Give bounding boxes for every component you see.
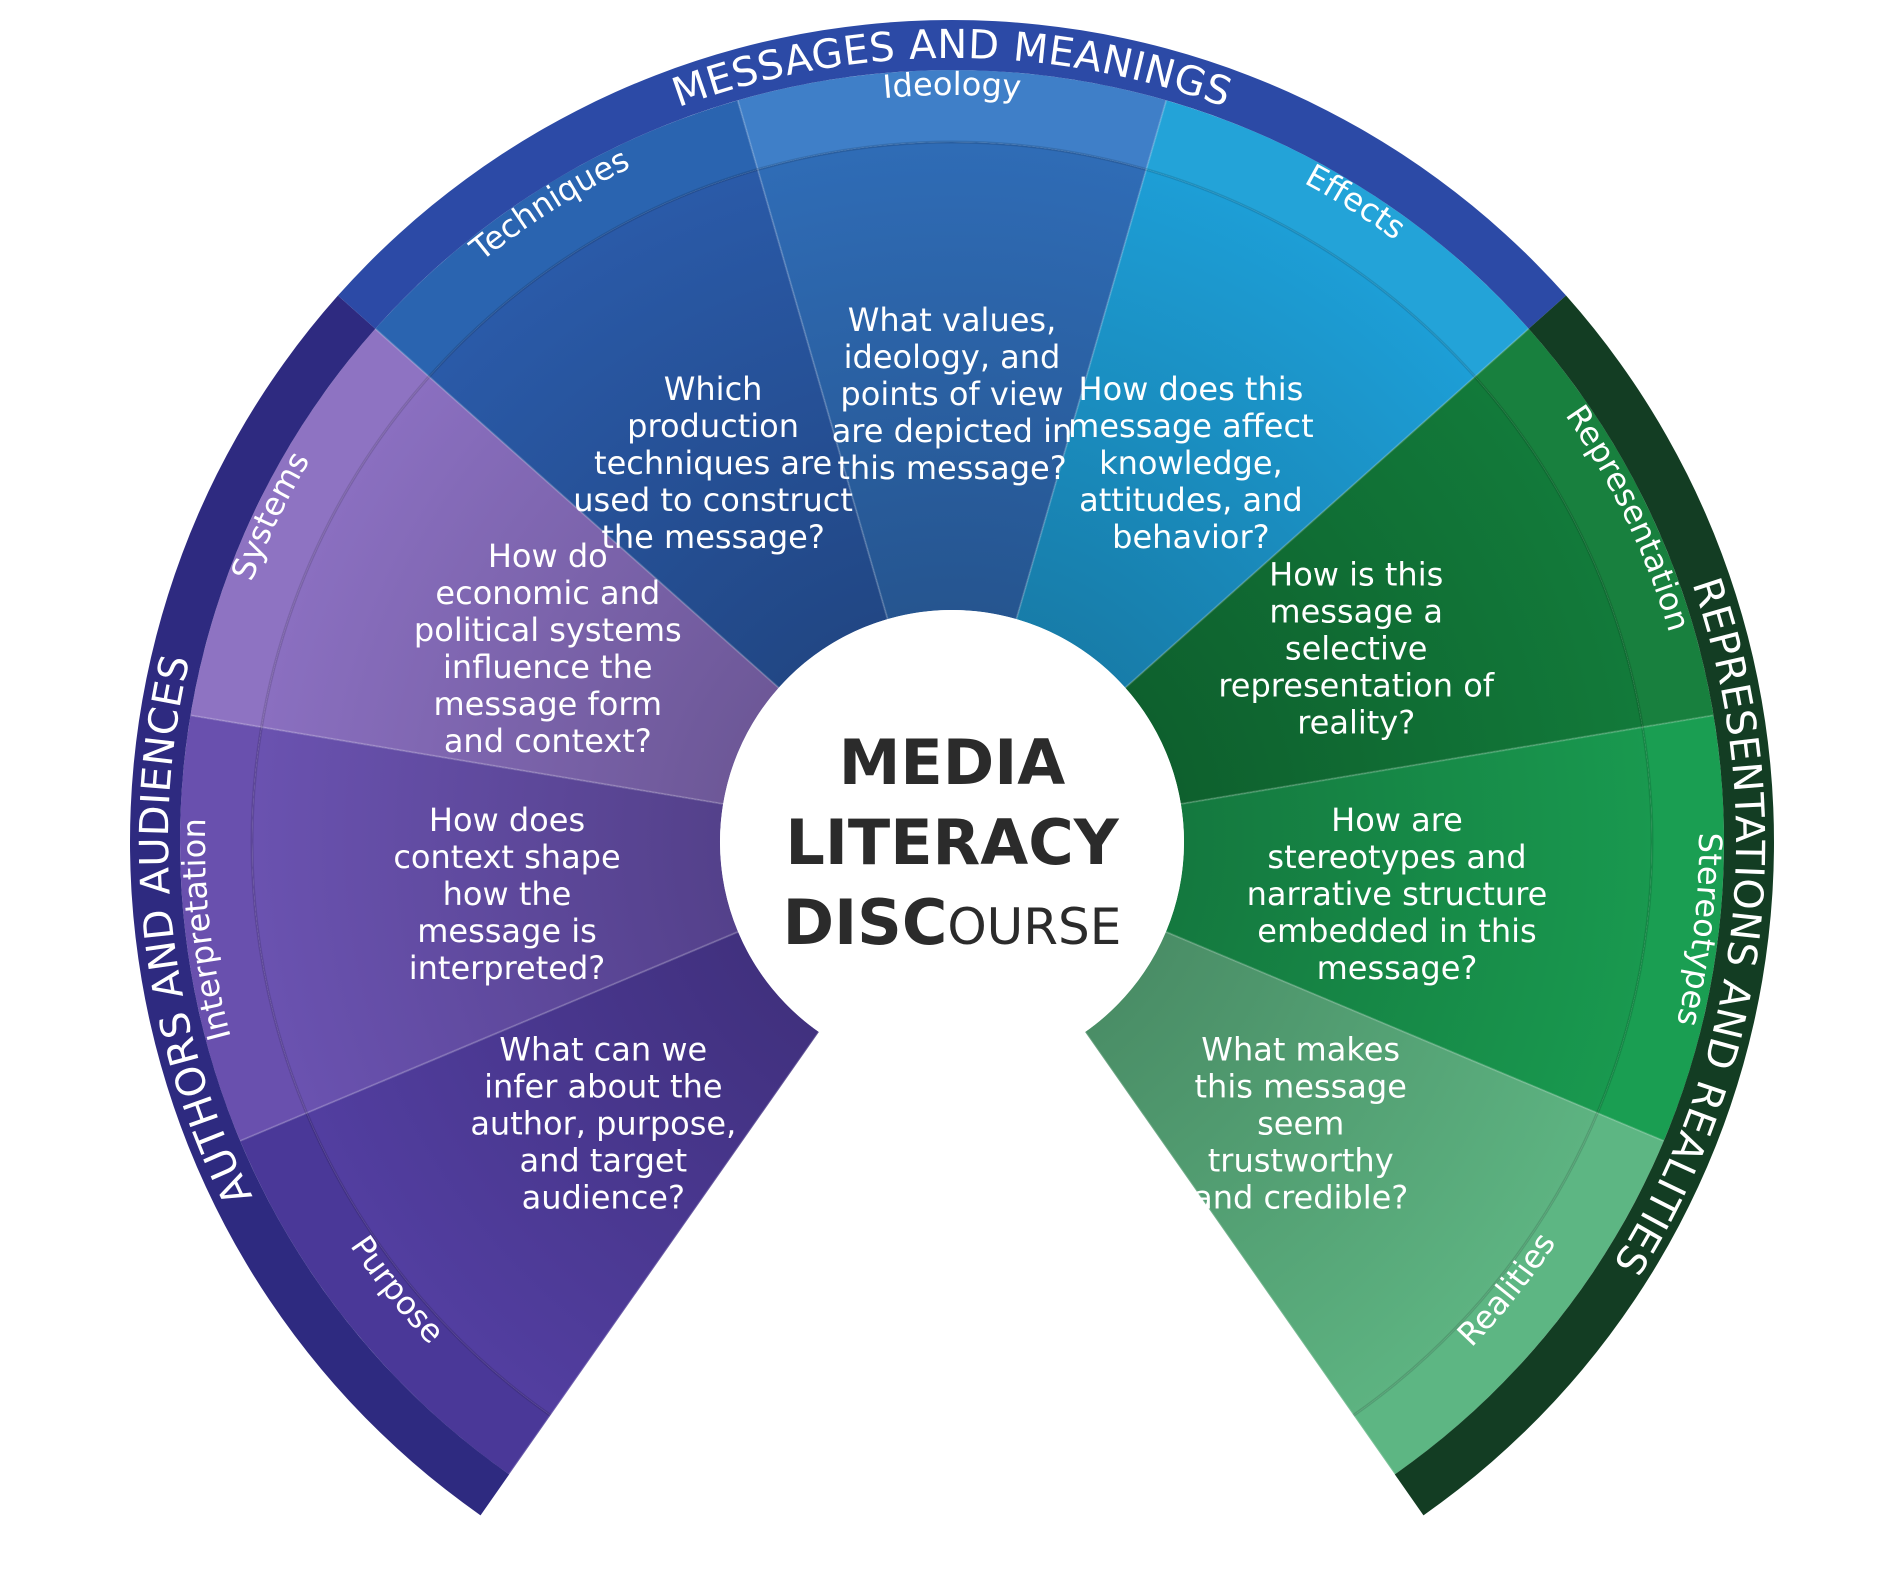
category-band-representations — [1394, 295, 1774, 1516]
segment-ring-stereotypes — [1597, 715, 1725, 1141]
segment-divider — [1165, 930, 1665, 1142]
segment-wedge-systems — [261, 376, 779, 804]
segment-ring-ideology — [737, 70, 1167, 170]
segment-wedge-interpretation — [252, 727, 739, 1114]
category-band-layer — [130, 20, 1774, 1516]
segment-label-ideology: Ideology — [881, 65, 1023, 106]
segment-divider — [736, 100, 889, 620]
segment-divider — [508, 1031, 820, 1475]
segment-wedge-purpose — [306, 931, 819, 1416]
segment-ring-purpose — [240, 1113, 551, 1475]
center-title-line-3: DISCOURSE — [783, 886, 1122, 959]
segment-ring-techniques — [375, 100, 758, 377]
segment-divider — [239, 930, 739, 1142]
center-layer: MEDIA LITERACY DISCOURSE — [720, 610, 1184, 1074]
segment-ring-systems — [190, 328, 430, 728]
segment-wedge-techniques — [429, 169, 888, 688]
segment-ring-interpretation — [179, 715, 307, 1141]
segment-divider — [190, 714, 724, 805]
inner-ring-line — [250, 140, 1654, 1417]
segment-divider — [1180, 714, 1714, 805]
segment-divider — [1015, 100, 1168, 620]
segment-ring-representation — [1474, 328, 1714, 728]
segment-divider — [1084, 1031, 1396, 1475]
center-title-ourse: OURSE — [947, 898, 1121, 956]
segment-wedge-stereotypes — [1165, 727, 1652, 1114]
segment-ring-effects — [1146, 100, 1529, 377]
center-title-line-2: LITERACY — [785, 806, 1119, 879]
center-disc — [720, 610, 1184, 1074]
sector-layer — [179, 70, 1725, 1475]
segment-wedge-realities — [1085, 931, 1598, 1416]
center-title-disc: DISC — [783, 886, 948, 959]
segment-divider — [374, 328, 780, 689]
segment-divider — [1124, 328, 1530, 689]
segment-wedge-effects — [1016, 169, 1475, 688]
segment-wedge-representation — [1125, 376, 1643, 804]
category-band-authors — [130, 295, 510, 1516]
center-title-line-1: MEDIA — [839, 726, 1066, 799]
category-band-messages — [337, 20, 1567, 329]
segment-ring-realities — [1353, 1113, 1664, 1475]
segment-wedge-ideology — [757, 141, 1147, 620]
